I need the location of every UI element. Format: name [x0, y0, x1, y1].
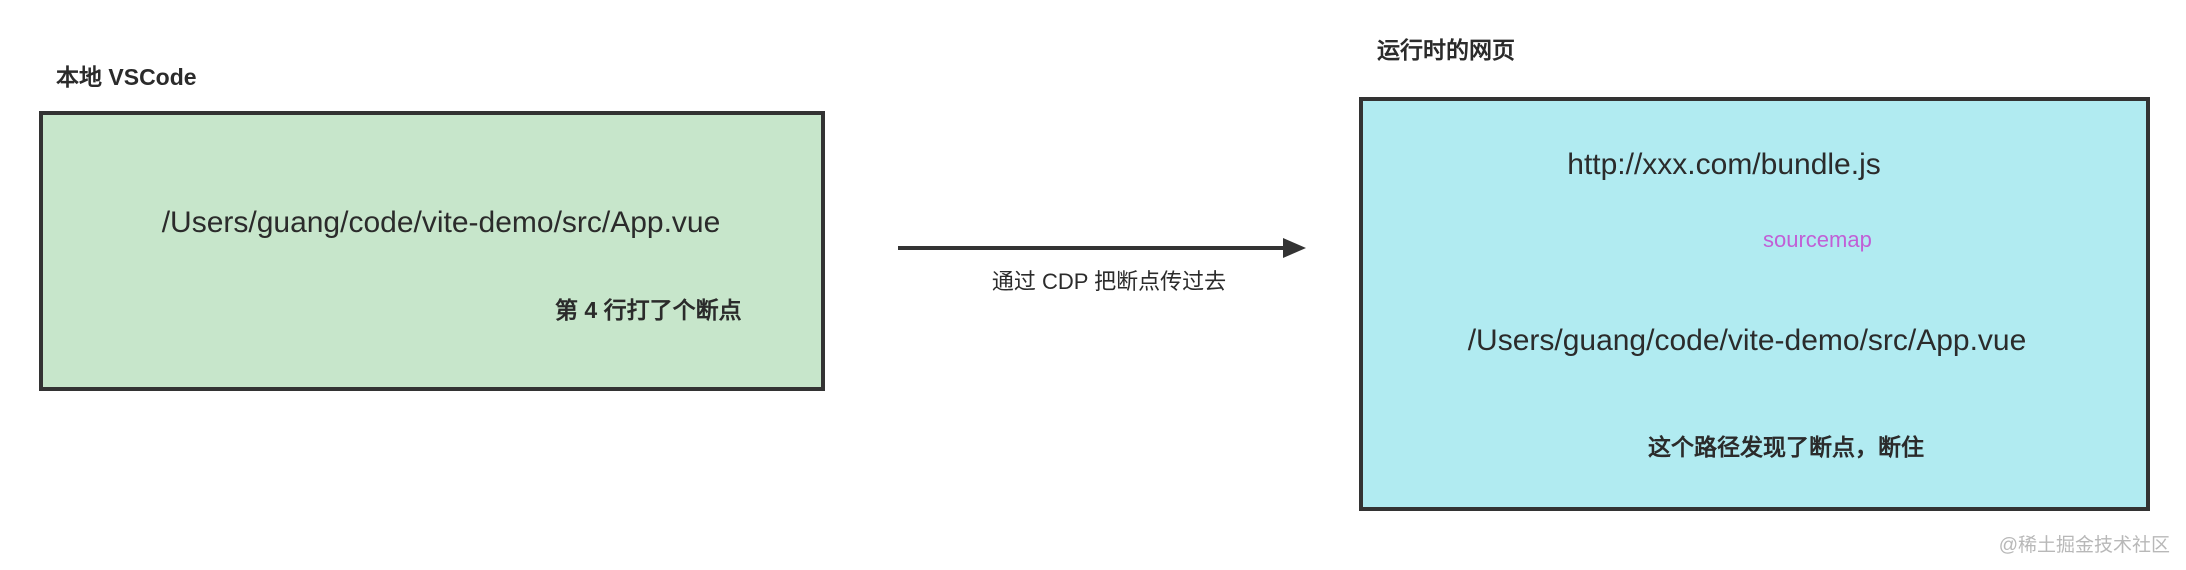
watermark: @稀土掘金技术社区 [1998, 535, 2170, 556]
local-vscode-title: 本地 VSCode [56, 64, 197, 90]
cdp-arrow [898, 238, 1306, 258]
bundle-url: http://xxx.com/bundle.js [1567, 148, 1881, 181]
runtime-file-path: /Users/guang/code/vite-demo/src/App.vue [1467, 324, 2027, 357]
local-breakpoint-note: 第 4 行打了个断点 [555, 297, 742, 323]
runtime-page-title: 运行时的网页 [1377, 37, 1515, 63]
sourcemap-label: sourcemap [1763, 227, 1872, 252]
local-vscode-box [39, 111, 825, 391]
runtime-page-box [1359, 97, 2150, 511]
local-file-path: /Users/guang/code/vite-demo/src/App.vue [161, 206, 721, 239]
cdp-transfer-label: 通过 CDP 把断点传过去 [991, 269, 1227, 294]
runtime-breakpoint-note: 这个路径发现了断点，断住 [1648, 434, 1924, 460]
